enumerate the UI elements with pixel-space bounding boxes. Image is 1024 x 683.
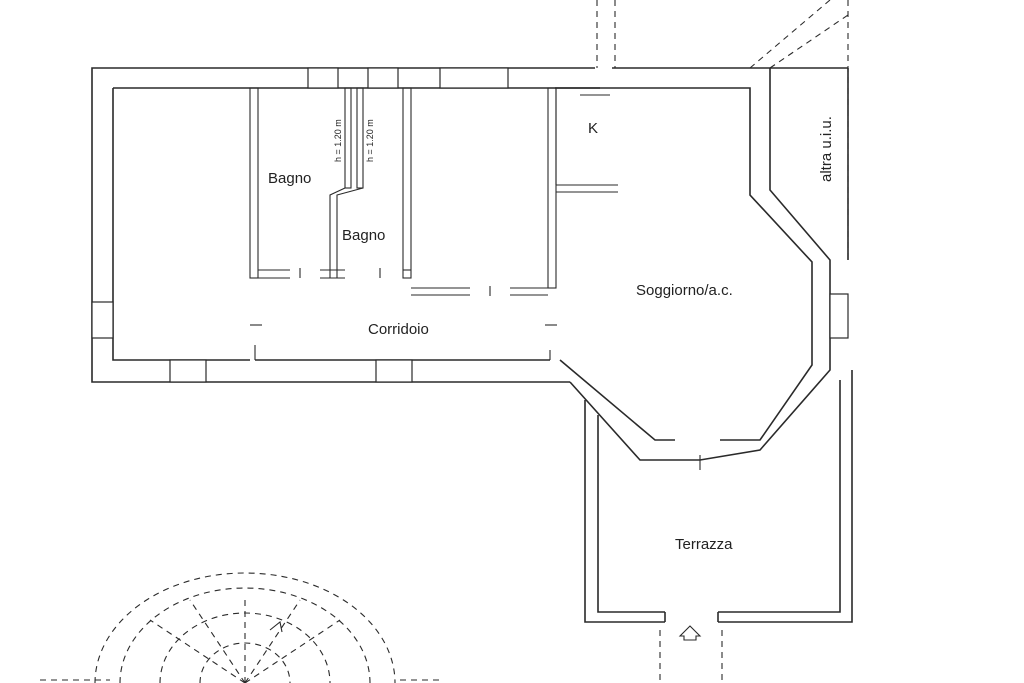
label-terrazza: Terrazza xyxy=(675,536,733,553)
windows xyxy=(91,67,849,383)
label-altra-uiu: altra u.i.u. xyxy=(818,116,835,182)
label-height-bagno-1: h = 1.20 m xyxy=(333,119,343,162)
label-corridoio: Corridoio xyxy=(368,321,429,338)
house-arrow-icon xyxy=(678,625,702,641)
exterior-walls xyxy=(91,67,849,461)
label-bagno-2: Bagno xyxy=(342,227,385,244)
label-height-bagno-2: h = 1.20 m xyxy=(365,119,375,162)
terrace-walls xyxy=(584,370,853,623)
label-bagno-1: Bagno xyxy=(268,170,311,187)
label-soggiorno: Soggiorno/a.c. xyxy=(636,282,733,299)
dashed-boundaries xyxy=(596,0,849,683)
label-kitchen: K xyxy=(588,120,598,137)
spiral-staircase xyxy=(40,572,440,683)
interior-walls xyxy=(249,87,701,470)
